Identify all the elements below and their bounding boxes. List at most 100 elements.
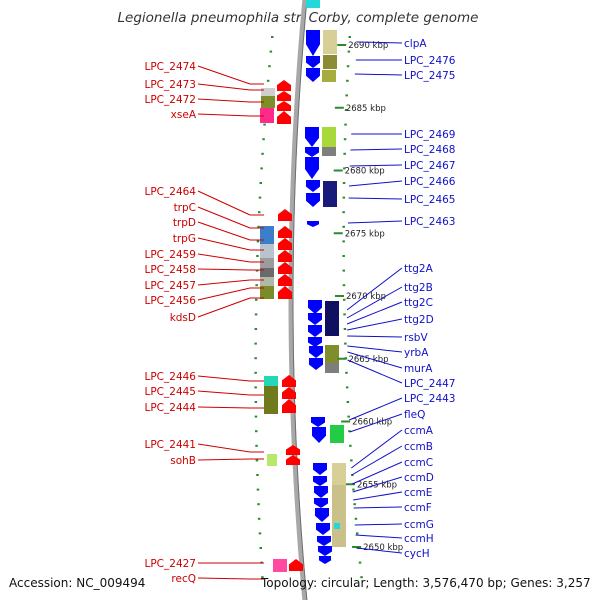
forward-label-leader [347, 351, 403, 369]
gene-label-ccma: ccmA [404, 425, 434, 437]
track-dot [257, 225, 260, 228]
forward-gene-arrow-9 [307, 221, 319, 227]
track-dot [271, 36, 274, 38]
genome-backbone-layer [288, 0, 308, 600]
gene-label-ccmf: ccmF [404, 502, 432, 514]
reverse-gene-arrow-3 [277, 101, 291, 111]
gene-block-recQ [273, 559, 287, 572]
reverse-label-leader [197, 190, 251, 216]
gene-label-trpd: trpD [173, 217, 196, 229]
reverse-gene-arrow-13 [282, 387, 296, 399]
kbp-tick-label: 2680 kbp [345, 167, 385, 177]
track-dot [254, 386, 257, 389]
forward-label-leader [347, 220, 403, 224]
gene-block-lpc2476 [323, 55, 337, 69]
gene-block-lpc2473 [261, 88, 275, 96]
forward-label-leader [346, 286, 403, 319]
track-dot [262, 138, 265, 141]
track-dot [342, 182, 346, 184]
gene-label-rsbv: rsbV [404, 332, 428, 344]
gene-label-trpg: trpG [173, 233, 196, 245]
forward-label-leader [347, 335, 403, 338]
genome-backbone-arc [288, 0, 308, 600]
forward-label-leader [347, 359, 403, 384]
forward-label-leader [351, 429, 403, 469]
forward-label-leader [354, 523, 403, 526]
forward-gene-arrow-25 [318, 546, 332, 556]
forward-label-leader [348, 197, 403, 200]
gene-label-ttg2d: ttg2D [404, 314, 434, 326]
track-dot [345, 386, 349, 389]
gene-label-lpc-2469: LPC_2469 [404, 129, 456, 141]
gene-label-trpc: trpC [174, 202, 196, 214]
reverse-gene-arrow-12 [282, 375, 296, 387]
track-dot [254, 313, 258, 316]
reverse-gene-arrow-9 [278, 262, 292, 274]
forward-label-leader [348, 180, 403, 187]
reverse-label-leader [197, 443, 251, 453]
reverse-gene-arrow-16 [286, 455, 300, 465]
forward-gene-arrow-22 [315, 508, 329, 522]
gene-block-ccmF [332, 485, 346, 547]
track-dot [350, 459, 353, 462]
gene-block-lpc2445 [264, 386, 278, 414]
gene-block-ccmE [332, 463, 346, 485]
track-dot [349, 444, 352, 447]
gene-label-ttg2c: ttg2C [404, 297, 433, 309]
gene-label-recq: recQ [171, 573, 196, 585]
forward-gene-arrow-13 [308, 337, 322, 347]
reverse-label-leader [197, 113, 251, 117]
forward-gene-arrow-26 [319, 556, 331, 564]
reverse-gene-arrow-2 [277, 91, 291, 101]
kbp-tick-label: 2690 kbp [348, 41, 388, 51]
track-dot [342, 269, 345, 272]
gene-label-lpc-2457: LPC_2457 [145, 280, 197, 292]
forward-gene-arrow-2 [306, 56, 320, 68]
gene-block-lpc2446 [264, 376, 278, 386]
track-dot [342, 284, 346, 287]
gene-label-yrba: yrbA [404, 347, 429, 359]
track-dot [343, 298, 346, 301]
kbp-tick-label: 2655 kbp [357, 480, 397, 490]
track-dot [358, 561, 362, 564]
track-dot [344, 109, 348, 111]
track-dot [258, 196, 262, 199]
forward-label-leader [349, 164, 403, 167]
track-dot [345, 371, 348, 374]
forward-gene-arrow-7 [306, 180, 320, 192]
forward-label-leader [346, 301, 403, 325]
track-dot [343, 138, 347, 141]
accession-text: Accession: NC_009494 [9, 576, 145, 590]
forward-label-leader [355, 534, 403, 539]
forward-gene-arrow-4 [305, 127, 319, 147]
gene-label-fleq: fleQ [404, 409, 425, 421]
reverse-gene-arrow-5 [278, 209, 292, 221]
forward-gene-labels: clpALPC_2476LPC_2475LPC_2469LPC_2468LPC_… [346, 38, 456, 560]
reverse-gene-arrow-15 [286, 445, 300, 455]
track-dot [353, 503, 356, 506]
track-dot [342, 211, 345, 214]
gene-label-mura: murA [404, 363, 433, 375]
gene-label-ttg2a: ttg2A [404, 263, 434, 275]
forward-label-leader [350, 148, 403, 151]
genome-backbone-shadow [292, 0, 308, 600]
track-dot [256, 488, 260, 491]
forward-label-leader [346, 267, 403, 311]
reverse-label-leader [197, 390, 251, 396]
forward-label-leader [354, 73, 403, 76]
forward-label-leader [349, 397, 403, 421]
track-dot [260, 167, 263, 170]
forward-gene-arrow-11 [308, 313, 322, 325]
gene-block-lpc2457 [260, 268, 274, 277]
forward-label-leader [347, 345, 403, 353]
gene-label-cych: cycH [404, 548, 430, 560]
reverse-gene-arrow-17 [289, 559, 303, 571]
track-dot [354, 517, 358, 520]
track-dot [263, 123, 266, 126]
reverse-gene-arrow-1 [277, 80, 291, 91]
gene-label-kdsd: kdsD [170, 312, 196, 324]
track-dot [346, 79, 349, 82]
genome-summary-text: Topology: circular; Length: 3,576,470 bp… [260, 576, 591, 590]
track-dot [342, 196, 346, 199]
